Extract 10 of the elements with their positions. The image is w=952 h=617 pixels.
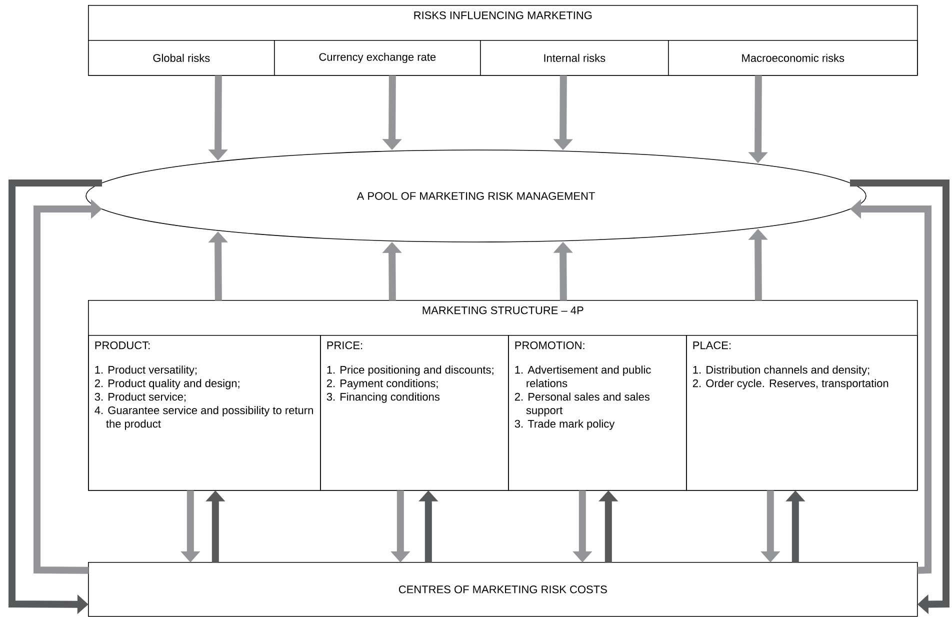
arrow	[850, 180, 950, 614]
structure-column: PLACE: 1. Distribution channels and density; 2. Order cycle. Reserves, transportation	[686, 335, 918, 491]
structure-column: PRICE: 1. Price positioning and discounts; 2. Payment conditions; 3. Financing conditions	[320, 335, 509, 491]
category-cell: Global risks	[88, 40, 275, 76]
cost-centre-box: CENTRES OF MARKETING RISK COSTS	[88, 562, 918, 617]
structure-column: PROMOTION: 1. Advertisement and public relations 2. Personal sales and sales support 3. Trade mark policy	[508, 335, 687, 491]
structure-column: PRODUCT: 1. Product versatility; 2. Product quality and design; 3. Product service; 4. Guarantee service and possibility to return the product	[88, 335, 321, 491]
category-cell: Macroeconomic risks	[668, 40, 918, 76]
category-cell: Internal risks	[480, 40, 669, 76]
category-cell: Currency exchange rate	[274, 40, 481, 76]
